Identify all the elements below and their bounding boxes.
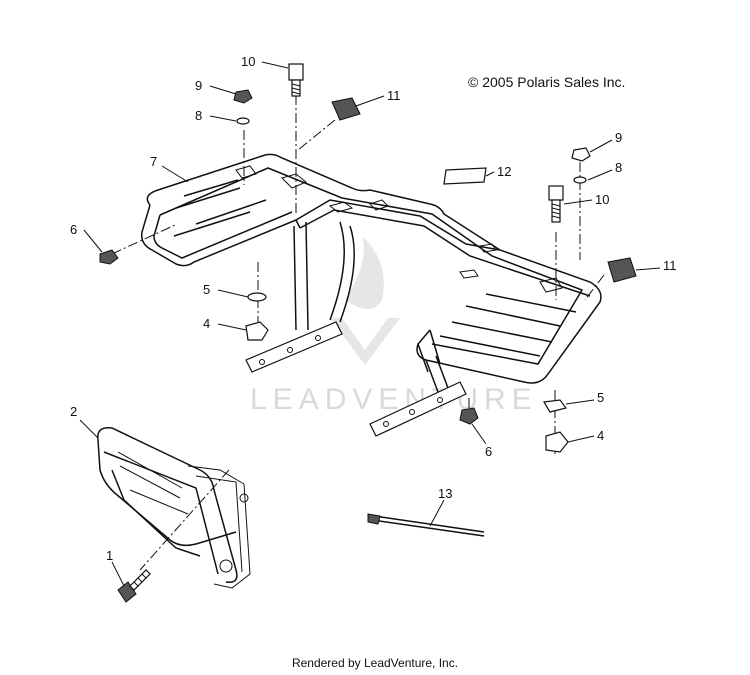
rear-rack-frame — [140, 153, 602, 384]
nut-icon — [571, 147, 591, 162]
callout-5: 5 — [597, 390, 604, 405]
nut-icon — [459, 407, 479, 425]
front-bumper — [97, 427, 251, 589]
callout-10: 10 — [595, 192, 609, 207]
callout-12: 12 — [497, 164, 511, 179]
callout-2: 2 — [70, 404, 77, 419]
hardware — [99, 63, 637, 453]
callout-9: 9 — [615, 130, 622, 145]
callout-8: 8 — [195, 108, 202, 123]
clip-icon — [331, 97, 361, 121]
callout-4: 4 — [203, 316, 210, 331]
watermark-text: LEADVENTURE — [250, 383, 538, 416]
nut-icon — [545, 431, 569, 453]
v-logo-icon — [330, 318, 400, 365]
callout-1: 1 — [106, 548, 113, 563]
decal-label — [443, 167, 487, 185]
callout-11: 11 — [387, 88, 401, 103]
callout-9: 9 — [195, 78, 202, 93]
callout-4: 4 — [597, 428, 604, 443]
nut-icon — [245, 321, 269, 341]
bolt-icon — [548, 185, 564, 223]
clip-icon — [607, 257, 637, 283]
footer-text: Rendered by LeadVenture, Inc. — [291, 656, 459, 670]
nut-icon — [233, 89, 253, 104]
cable-tie — [367, 513, 485, 537]
washer-icon — [543, 399, 568, 413]
callout-5: 5 — [203, 282, 210, 297]
callout-8: 8 — [615, 160, 622, 175]
callout-10: 10 — [241, 54, 255, 69]
bolt-icon — [117, 569, 151, 603]
leader-lines — [79, 61, 661, 587]
watermark: LEADVENTURE — [250, 236, 538, 416]
copyright-text: © 2005 Polaris Sales Inc. — [468, 74, 626, 90]
flame-logo-icon — [345, 236, 384, 309]
callout-6: 6 — [485, 444, 492, 459]
callout-6: 6 — [70, 222, 77, 237]
right-leg-bracket — [369, 355, 467, 437]
nut-icon — [99, 249, 119, 265]
washer-icon — [236, 117, 250, 125]
callout-11: 11 — [663, 258, 677, 273]
left-leg-bracket — [245, 221, 355, 373]
callout-labels: 10 9 8 11 7 6 5 4 12 9 8 10 11 5 4 6 2 1… — [70, 54, 677, 563]
callout-7: 7 — [150, 154, 157, 169]
bolt-icon — [288, 63, 304, 97]
washer-icon — [247, 292, 267, 302]
washer-icon — [573, 176, 587, 184]
assembly-centerlines — [111, 95, 605, 571]
callout-13: 13 — [438, 486, 452, 501]
